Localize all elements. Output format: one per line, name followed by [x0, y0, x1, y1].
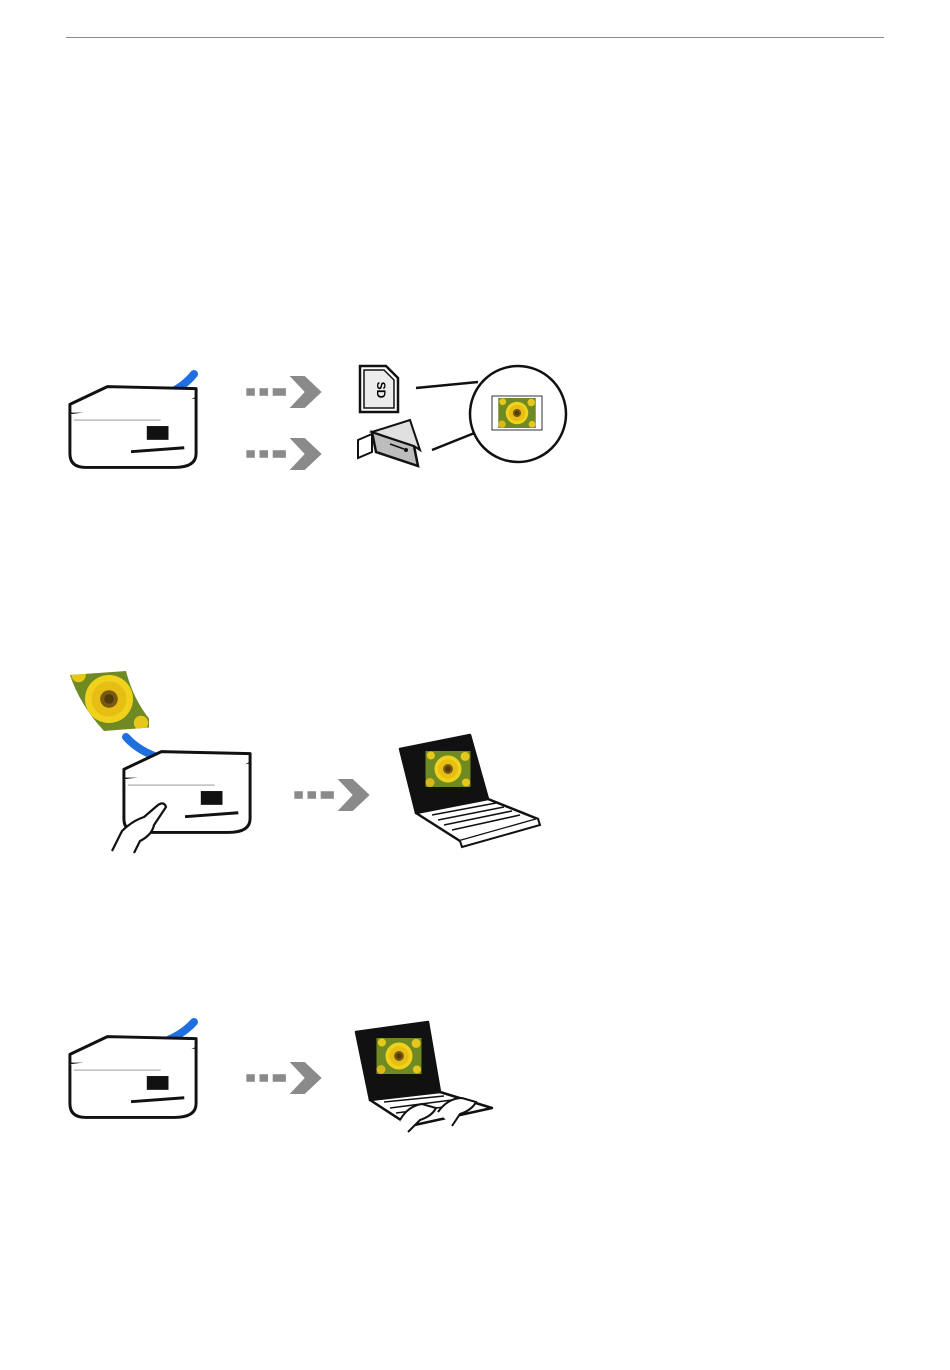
sd-card-icon: SD	[360, 366, 398, 412]
printer-icon	[70, 387, 196, 468]
header-rule	[66, 37, 884, 38]
arrow-icon	[294, 779, 369, 811]
photo-icon	[69, 667, 149, 731]
arrow-icon	[246, 1062, 321, 1094]
figure-scan-to-computer-control-panel	[60, 665, 550, 865]
laptop-icon	[400, 735, 540, 847]
arrow-icon	[246, 438, 321, 470]
figure-scan-to-computer-software	[60, 950, 520, 1140]
sd-card-label: SD	[374, 382, 388, 399]
arrow-icon	[246, 376, 321, 408]
printer-icon	[70, 1037, 196, 1118]
magnify-callout-icon	[416, 366, 566, 462]
figure-scan-to-memory-device: SD	[60, 300, 580, 480]
photo-icon	[176, 304, 251, 364]
photo-icon	[174, 952, 252, 1014]
laptop-typing-icon	[356, 1022, 492, 1132]
usb-drive-icon	[358, 420, 420, 466]
